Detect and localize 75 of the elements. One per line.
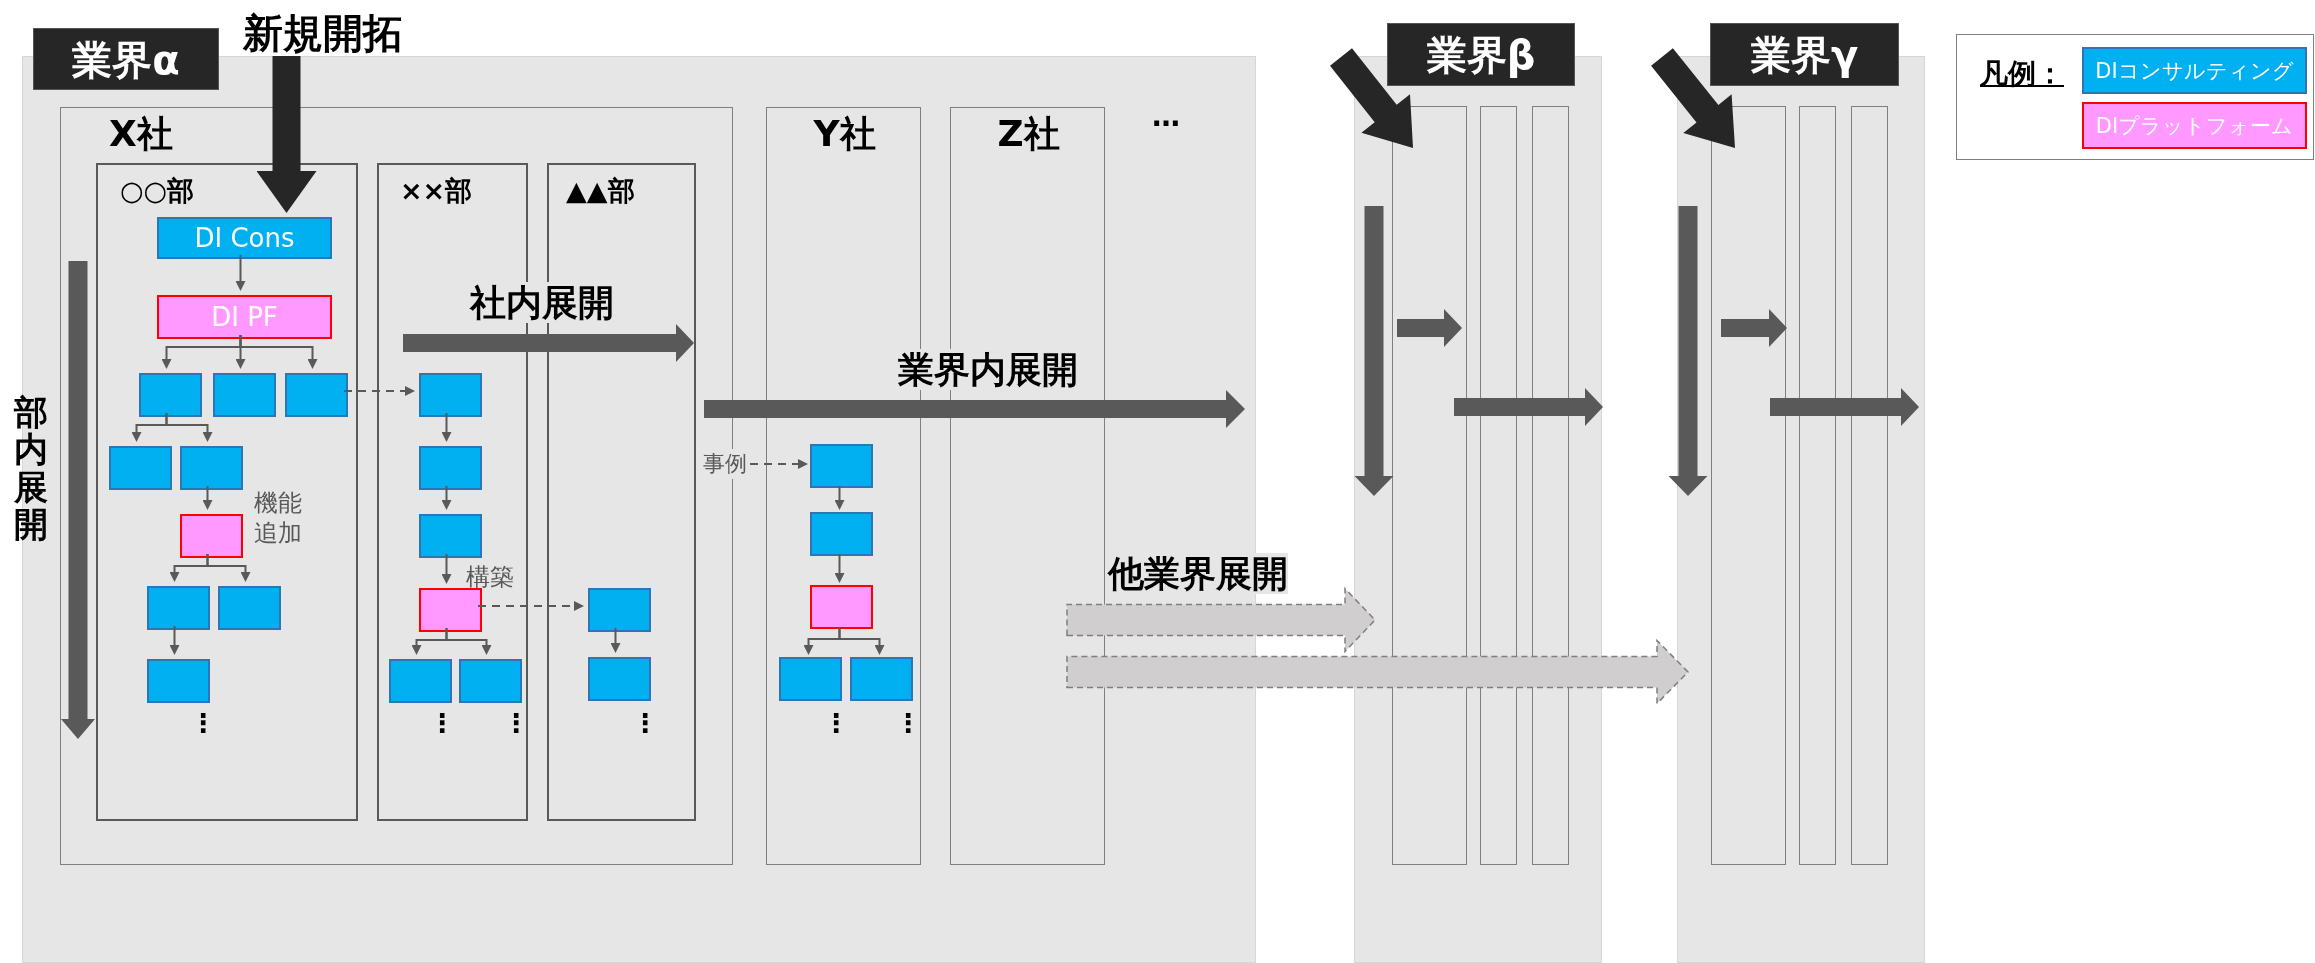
company-column [1532,106,1569,865]
arrow [834,553,845,583]
arrow [834,485,845,510]
dashed-arrow [749,459,808,469]
industry-heading: 業界α [33,28,219,90]
arrow [838,626,885,655]
legend-title: 凡例： [1979,56,2065,92]
annotation-text: 構築 [466,562,515,592]
company-name: Y社 [812,112,877,156]
arrow [610,627,621,653]
flow-label: 社内展開 [470,282,614,324]
arrow [441,553,452,584]
platform-box [419,588,482,632]
ellipsis-mark: … [1151,100,1181,133]
ellipsis-mark: ⋮ [503,708,523,738]
department-name: ××部 [400,174,474,208]
platform-box [810,585,873,629]
ellipsis-mark: ⋮ [632,708,652,738]
consulting-box [180,446,243,490]
legend-swatch: DIコンサルティング [2082,47,2307,94]
consulting-box [139,373,202,417]
consulting-box [810,512,873,556]
flow-label: 部内展開 [14,394,48,544]
arrow [441,412,452,442]
industry-heading: 業界γ [1710,23,1899,86]
consulting-box [850,657,913,701]
consulting-box [779,657,842,701]
flow-label: 業界内展開 [898,349,1078,391]
consulting-box [588,588,651,632]
consulting-box [810,444,873,488]
arrow [445,627,492,655]
consulting-box [109,446,172,490]
consulting-box [419,514,482,558]
consulting-box [218,586,281,630]
consulting-box [459,659,522,703]
arrow [235,254,246,291]
company-name: Z社 [996,112,1061,156]
flow-label: 他業界展開 [1108,553,1288,595]
department-name: ▲▲部 [566,174,636,208]
dashed-arrow [343,386,415,396]
consulting-box [147,659,210,703]
consulting-box [419,373,482,417]
ellipsis-mark: ⋮ [823,708,843,738]
annotation-text: 機能追加 [254,488,303,548]
company-column [1799,106,1836,865]
company-column [1480,106,1517,865]
consulting-box [588,657,651,701]
arrow [239,334,318,369]
dashed-arrow [477,601,584,611]
consulting-box [389,659,452,703]
department-name: ○○部 [120,174,196,208]
consulting-box [419,446,482,490]
consulting-box [285,373,348,417]
company-column [1851,106,1888,865]
industry-heading: 業界β [1387,23,1575,86]
consulting-box: DI Cons [157,217,332,259]
ellipsis-mark: ⋮ [895,708,915,738]
department-box [96,163,358,821]
block-arrow [256,56,317,213]
consulting-box [213,373,276,417]
ellipsis-mark: ⋮ [429,708,449,738]
arrow [169,625,180,655]
company-name: X社 [108,112,174,156]
arrow [165,412,213,442]
arrow [206,553,251,582]
ellipsis-mark: ⋮ [190,708,210,738]
company-column [1392,106,1467,865]
consulting-box [147,586,210,630]
platform-box: DI PF [157,295,332,339]
arrow [202,485,213,510]
platform-box [180,514,243,558]
legend-swatch: DIプラットフォーム [2082,102,2307,149]
arrow [441,485,452,510]
caption-text: 新規開拓 [245,10,400,56]
company-column [1711,106,1786,865]
